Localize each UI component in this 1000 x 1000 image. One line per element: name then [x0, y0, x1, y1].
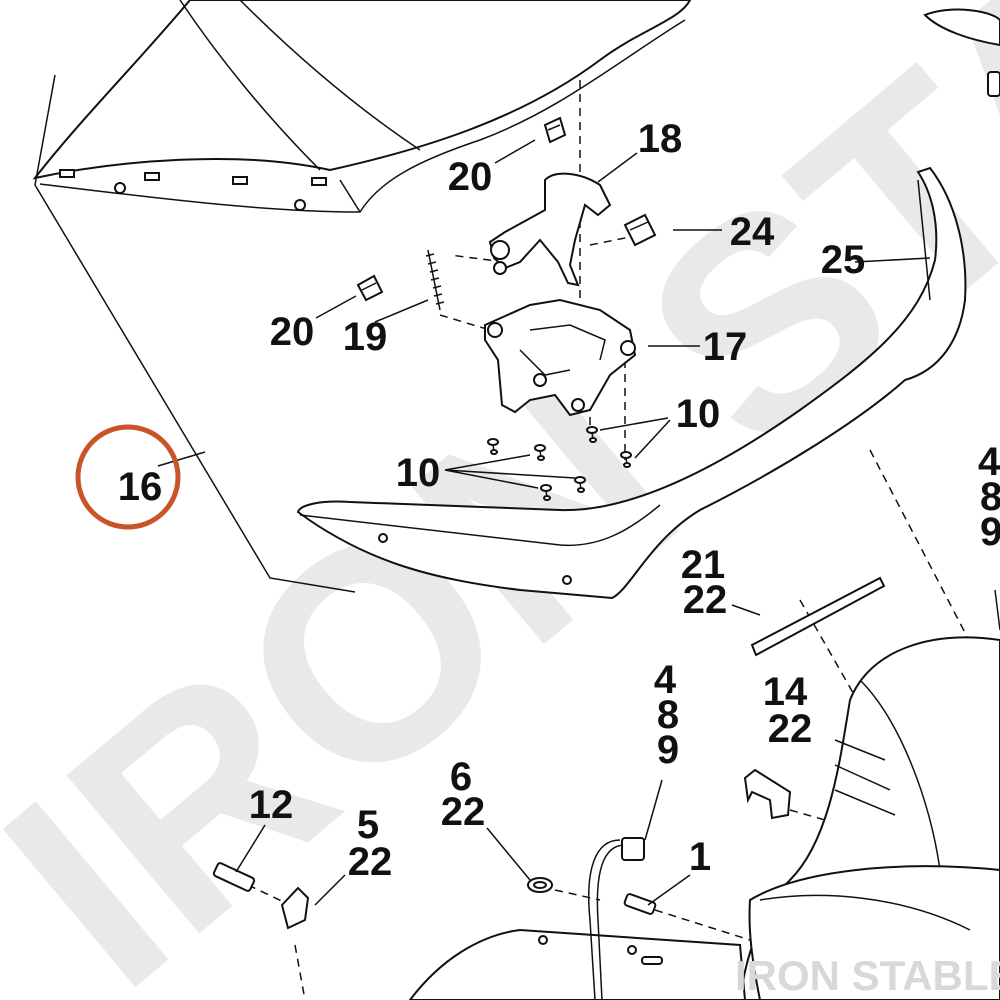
mirror-corner	[923, 8, 1000, 47]
callout-9-harness: 9	[657, 728, 679, 772]
clip-24	[623, 213, 657, 247]
leader-lines	[157, 139, 1000, 906]
callout-21: 21	[681, 543, 726, 587]
dash-line	[589, 235, 636, 246]
dash-line	[554, 889, 601, 901]
windshield	[32, 0, 692, 213]
callout-6: 6	[450, 755, 472, 799]
dash-line	[439, 314, 491, 331]
callout-4-edge: 4	[978, 440, 1000, 484]
latch-18	[488, 172, 612, 287]
bracket-14	[743, 768, 792, 820]
callout-5: 5	[357, 803, 379, 847]
clip-5	[280, 886, 310, 930]
clip-20-upper	[543, 116, 567, 144]
callout-20-upper: 20	[448, 155, 493, 199]
dash-line	[869, 449, 1000, 701]
callout-10-right: 10	[676, 392, 721, 436]
callout-8-harness: 8	[657, 693, 679, 737]
callout-10-left: 10	[396, 451, 441, 495]
callout-24: 24	[730, 210, 775, 254]
callout-numbers: 16 18 20 24 25 20 19 17 10 10 21 22 4 8 …	[118, 117, 1000, 884]
callout-19: 19	[343, 315, 388, 359]
callout-22-strip: 22	[683, 578, 728, 622]
lower-panel	[408, 928, 747, 1000]
callout-14: 14	[763, 670, 808, 714]
fairing-outline	[34, 74, 356, 593]
bracket-17	[484, 298, 637, 417]
dash-line	[294, 944, 306, 1000]
footer-watermark: IRON STABLE	[735, 952, 1000, 999]
lower-fairing	[738, 636, 1000, 1000]
callout-18: 18	[638, 117, 683, 161]
dash-line	[449, 254, 506, 263]
spring-19	[425, 249, 445, 311]
callout-22-clamp: 22	[441, 790, 486, 834]
callout-4-harness: 4	[654, 658, 677, 702]
callout-1: 1	[689, 835, 711, 879]
trim-25	[296, 166, 967, 600]
wiring-harness	[588, 837, 645, 1000]
callout-8-edge: 8	[980, 475, 1000, 519]
dash-line	[247, 884, 291, 906]
callout-12: 12	[249, 783, 294, 827]
callout-22-bracket: 22	[768, 707, 813, 751]
callout-25: 25	[821, 238, 866, 282]
callout-17: 17	[703, 325, 748, 369]
top-right-screw	[987, 71, 1000, 97]
callout-9-edge: 9	[980, 510, 1000, 554]
clamp-6	[527, 877, 553, 893]
dash-line	[654, 909, 751, 941]
clip-20-lower	[356, 274, 384, 302]
strip-21	[750, 576, 886, 657]
screw-1	[623, 893, 657, 915]
highlight-ring-16	[75, 424, 181, 530]
screws-10	[487, 426, 632, 501]
callout-16: 16	[118, 465, 163, 509]
callout-22-clip: 22	[348, 840, 393, 884]
callout-20-lower: 20	[270, 310, 315, 354]
